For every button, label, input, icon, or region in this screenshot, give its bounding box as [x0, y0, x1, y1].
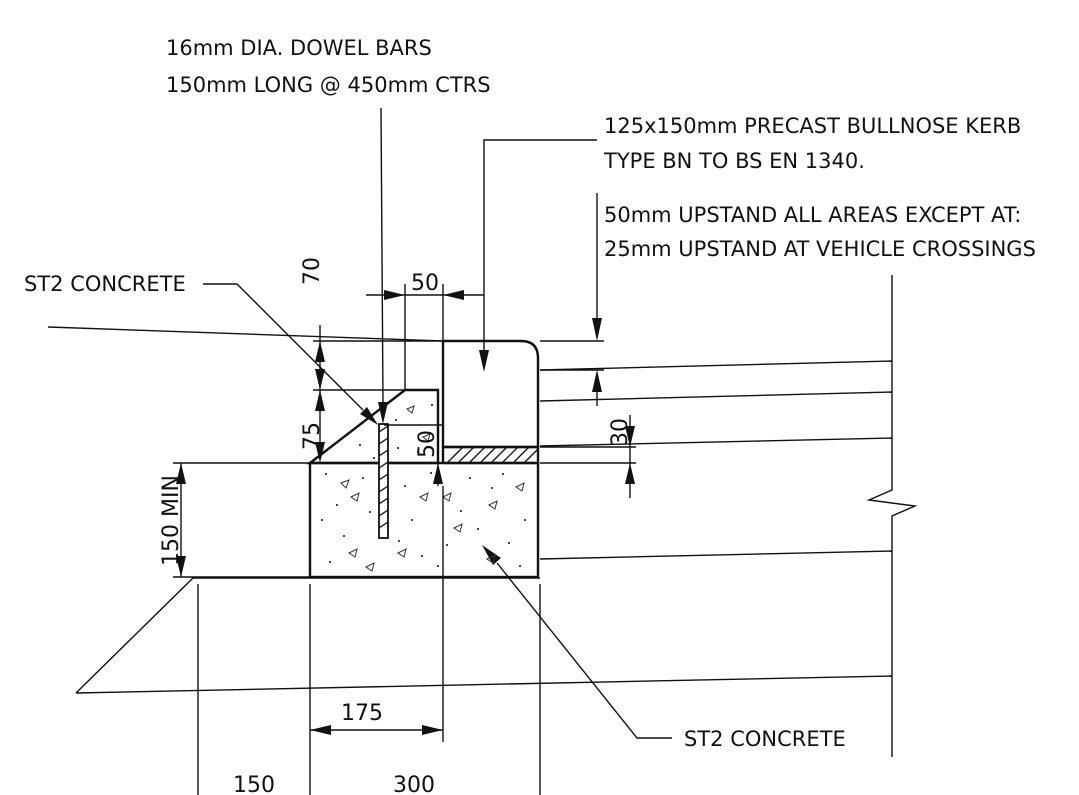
dim-50-side-label: 50: [415, 430, 440, 458]
dim-75-label: 75: [300, 422, 325, 450]
dim-75-arrow-top: [315, 390, 325, 411]
kerb-leader-line: [483, 139, 597, 350]
dowel-leader-line: [380, 107, 384, 403]
kerb-note-line2: TYPE BN TO BS EN 1340.: [603, 149, 865, 173]
kerb-note-line1: 125x150mm PRECAST BULLNOSE KERB: [604, 114, 1021, 138]
break-line: [866, 275, 918, 757]
dim-150min-arrow-top: [176, 463, 186, 484]
dim-70-arrow-top: [315, 341, 325, 362]
mortar-bed: [441, 445, 540, 465]
paving-line-2: [539, 391, 893, 402]
dim-50-top-arrow-left: [384, 290, 405, 300]
dim-50-top-label: 50: [411, 271, 439, 296]
paving-line-3: [539, 437, 893, 447]
concrete-upper-leader-diag: [236, 283, 364, 411]
ground-line-left: [47, 326, 444, 342]
dowel-bar-hatch: [378, 425, 389, 529]
dim-50-side-arrow: [433, 463, 443, 484]
dim-50-top-arrow-right: [443, 290, 464, 300]
dim-150min-arrow-bottom: [176, 556, 186, 577]
concrete-upper-label: ST2 CONCRETE: [24, 272, 186, 296]
dim-30-label: 30: [608, 418, 633, 446]
dim-150min-label: 150 MIN: [159, 475, 184, 566]
paving-line-1: [539, 360, 893, 371]
dim-175-arrow-right: [422, 725, 443, 735]
dowel-note-line2: 150mm LONG @ 450mm CTRS: [166, 73, 491, 97]
dim-175-label: 175: [341, 701, 383, 726]
concrete-lower-label: ST2 CONCRETE: [684, 727, 846, 751]
paving-line-4: [539, 550, 893, 560]
subbase-line: [75, 675, 893, 694]
precast-kerb: [441, 339, 540, 449]
dim-300-label: 300: [393, 773, 435, 795]
dim-175-arrow-left: [310, 725, 331, 735]
concrete-lower-leader-line: [496, 562, 672, 739]
dim-30-arrow-bottom: [625, 463, 635, 484]
dim-75-arrow-bottom: [315, 442, 325, 463]
kerb-leader-arrow: [479, 350, 489, 372]
concrete-lower-arrow: [482, 545, 501, 565]
upstand-arrow-down: [592, 318, 602, 341]
excavation-line: [75, 577, 540, 694]
dim-30-arrow-top: [625, 426, 635, 447]
upstand-arrow-up: [592, 370, 602, 392]
concrete-aggregate-texture: [320, 403, 527, 572]
concrete-foundation: [308, 461, 540, 579]
dim-70-label: 70: [300, 257, 325, 285]
upstand-note-line2: 25mm UPSTAND AT VEHICLE CROSSINGS: [604, 237, 1036, 261]
dim-150-label: 150: [233, 773, 275, 795]
dim-70-arrow-bottom: [315, 369, 325, 390]
upstand-note-line1: 50mm UPSTAND ALL AREAS EXCEPT AT:: [604, 203, 1021, 227]
dowel-note-line1: 16mm DIA. DOWEL BARS: [166, 36, 432, 60]
mortar-bed-hatch: [446, 446, 539, 464]
concrete-upper-arrow: [360, 407, 378, 425]
dowel-bar: [378, 423, 389, 539]
